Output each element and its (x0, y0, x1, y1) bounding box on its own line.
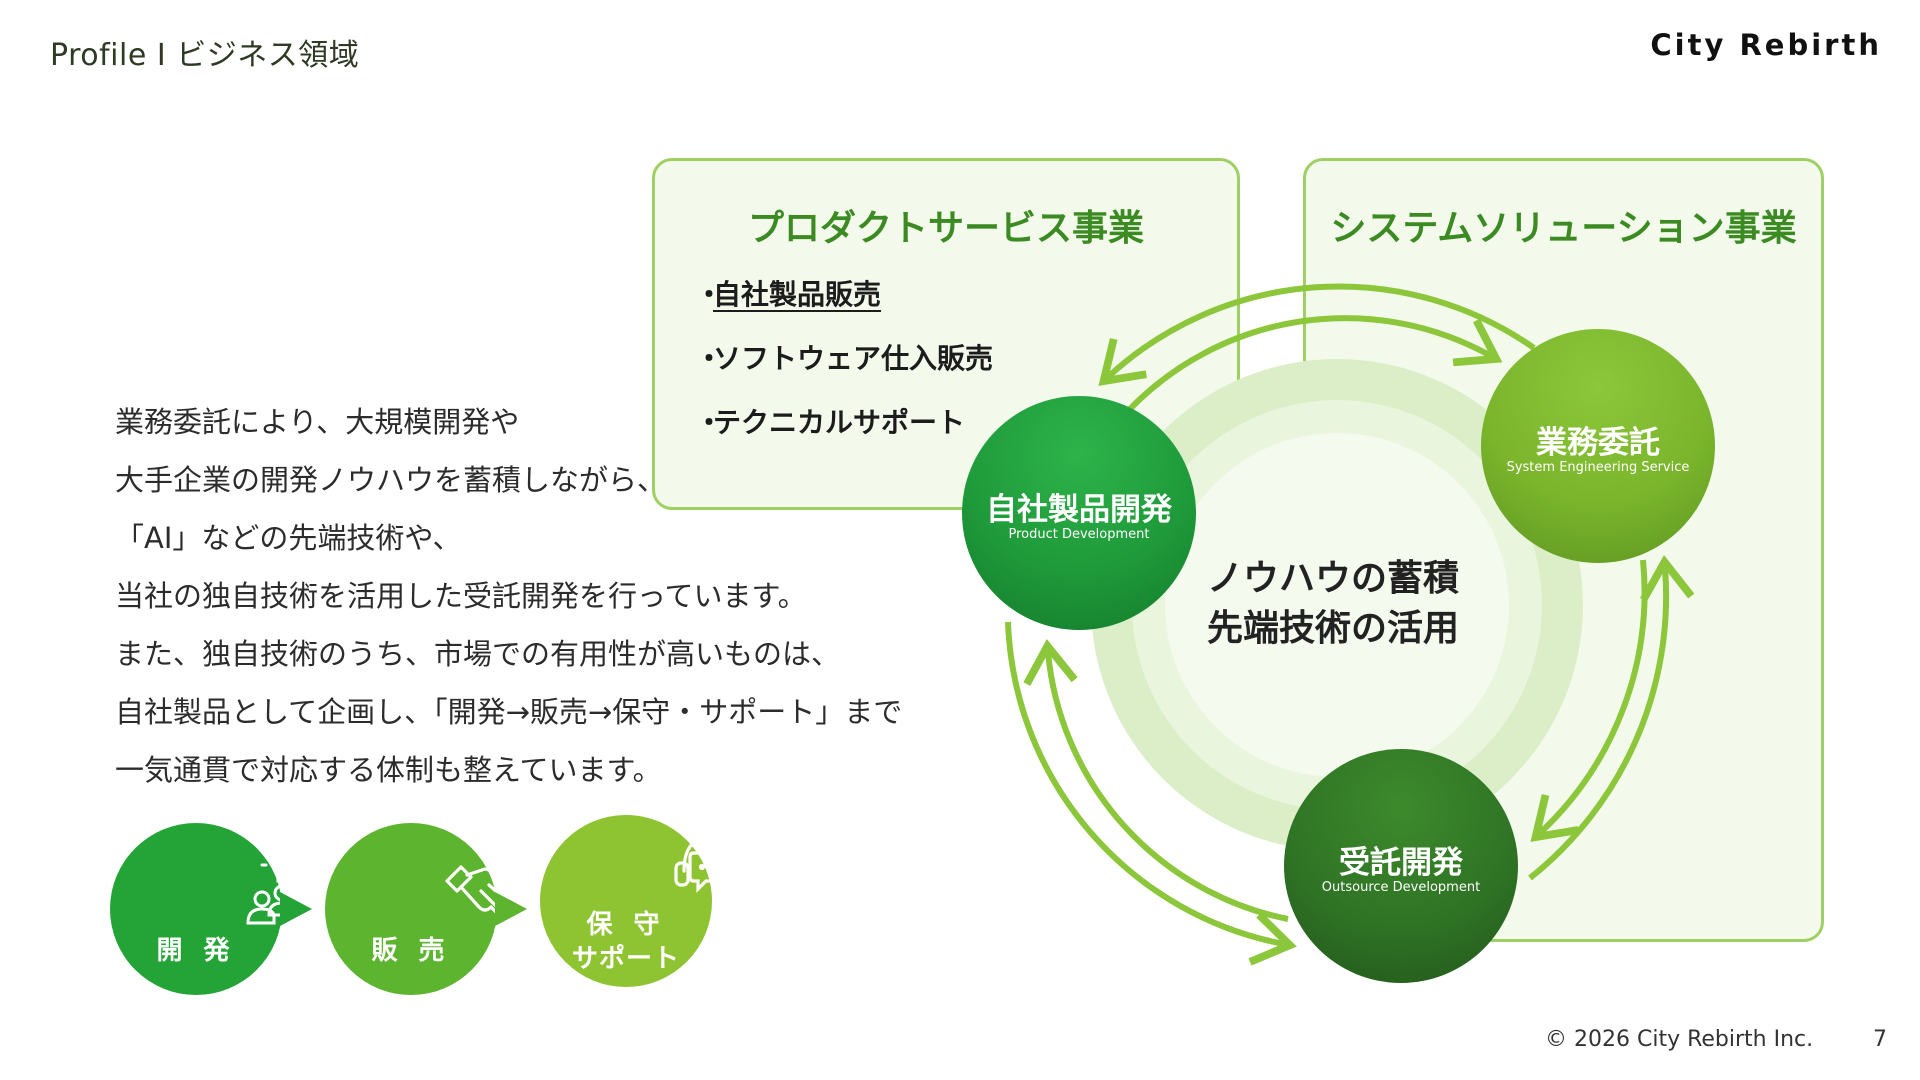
description-line: 当社の独自技術を活用した受託開発を行っています。 (115, 579, 807, 613)
flow-arrow-right-icon (280, 892, 312, 926)
center-line-2: 先端技術の活用 (1206, 608, 1459, 649)
flow-step-support: 保 守 サポート (540, 815, 750, 987)
arrow-to-business (1126, 315, 1503, 413)
arrow-to-contract-left (1005, 621, 1297, 966)
description-line: また、独自技術のうち、市場での有用性が高いものは、 (115, 637, 841, 671)
description-line: 大手企業の開発ノウハウを蓄積しながら、 (115, 463, 667, 497)
list-item-label: テクニカルサポート (713, 406, 966, 439)
page-title: Profile I ビジネス領域 (50, 38, 360, 73)
node-product-development: 自社製品開発 Product Development (962, 396, 1196, 630)
list-item: ・自社製品販売 (695, 273, 993, 337)
description-line: 業務委託により、大規模開発や (115, 405, 520, 439)
service-flow: 開 発 販 売 (108, 815, 750, 1005)
list-item-label: ソフトウェア仕入販売 (713, 342, 994, 375)
description-line: 自社製品として企画し、「開発→販売→保守・サポート」まで (115, 695, 903, 729)
node-contract-sublabel: Outsource Development (1321, 880, 1481, 895)
list-item: ・テクニカルサポート (695, 401, 993, 465)
headset-support-icon (674, 835, 750, 897)
flow-support-label-1: 保 守 (586, 910, 666, 940)
flow-step-develop: 開 発 (110, 823, 318, 995)
list-item: ・ソフトウェア仕入販売 (695, 337, 993, 401)
product-service-title: プロダクトサービス事業 (747, 208, 1144, 249)
node-business-outsourcing: 業務委託 System Engineering Service (1481, 329, 1715, 563)
flow-arrow-right-icon (495, 892, 527, 926)
flow-support-label-2: サポート (571, 944, 680, 974)
description: 業務委託により、大規模開発や 大手企業の開発ノウハウを蓄積しながら、 「AI」な… (115, 393, 902, 799)
center-line-1: ノウハウの蓄積 (1206, 558, 1459, 599)
product-service-list: ・自社製品販売 ・ソフトウェア仕入販売 ・テクニカルサポート (695, 273, 993, 465)
flow-step-sell: 販 売 (325, 823, 549, 995)
list-item-label: 自社製品販売 (713, 278, 882, 311)
node-business-label: 業務委託 (1536, 425, 1660, 461)
arrow-to-business-return (1528, 555, 1695, 881)
description-line: 一気通貫で対応する体制も整えています。 (115, 753, 662, 787)
description-line: 「AI」などの先端技術や、 (115, 521, 462, 555)
footer-copyright: © 2026 City Rebirth Inc. (1545, 1027, 1814, 1052)
arrow-to-product-return (1023, 639, 1289, 922)
brand-logo: City Rebirth (1650, 28, 1882, 62)
node-product-label: 自社製品開発 (986, 492, 1172, 528)
arrow-to-product (1098, 283, 1536, 386)
flow-sell-label: 販 売 (371, 936, 451, 966)
node-business-sublabel: System Engineering Service (1506, 460, 1690, 475)
node-product-sublabel: Product Development (1008, 527, 1150, 542)
cycle-center-text: ノウハウの蓄積 先端技術の活用 (1183, 554, 1483, 654)
flow-develop-label: 開 発 (156, 936, 236, 966)
inner-ring (1165, 433, 1509, 777)
node-contract-label: 受託開発 (1339, 845, 1463, 881)
node-contract-development: 受託開発 Outsource Development (1284, 749, 1518, 983)
page-number: 7 (1873, 1027, 1887, 1052)
system-solution-title: システムソリューション事業 (1330, 208, 1797, 249)
